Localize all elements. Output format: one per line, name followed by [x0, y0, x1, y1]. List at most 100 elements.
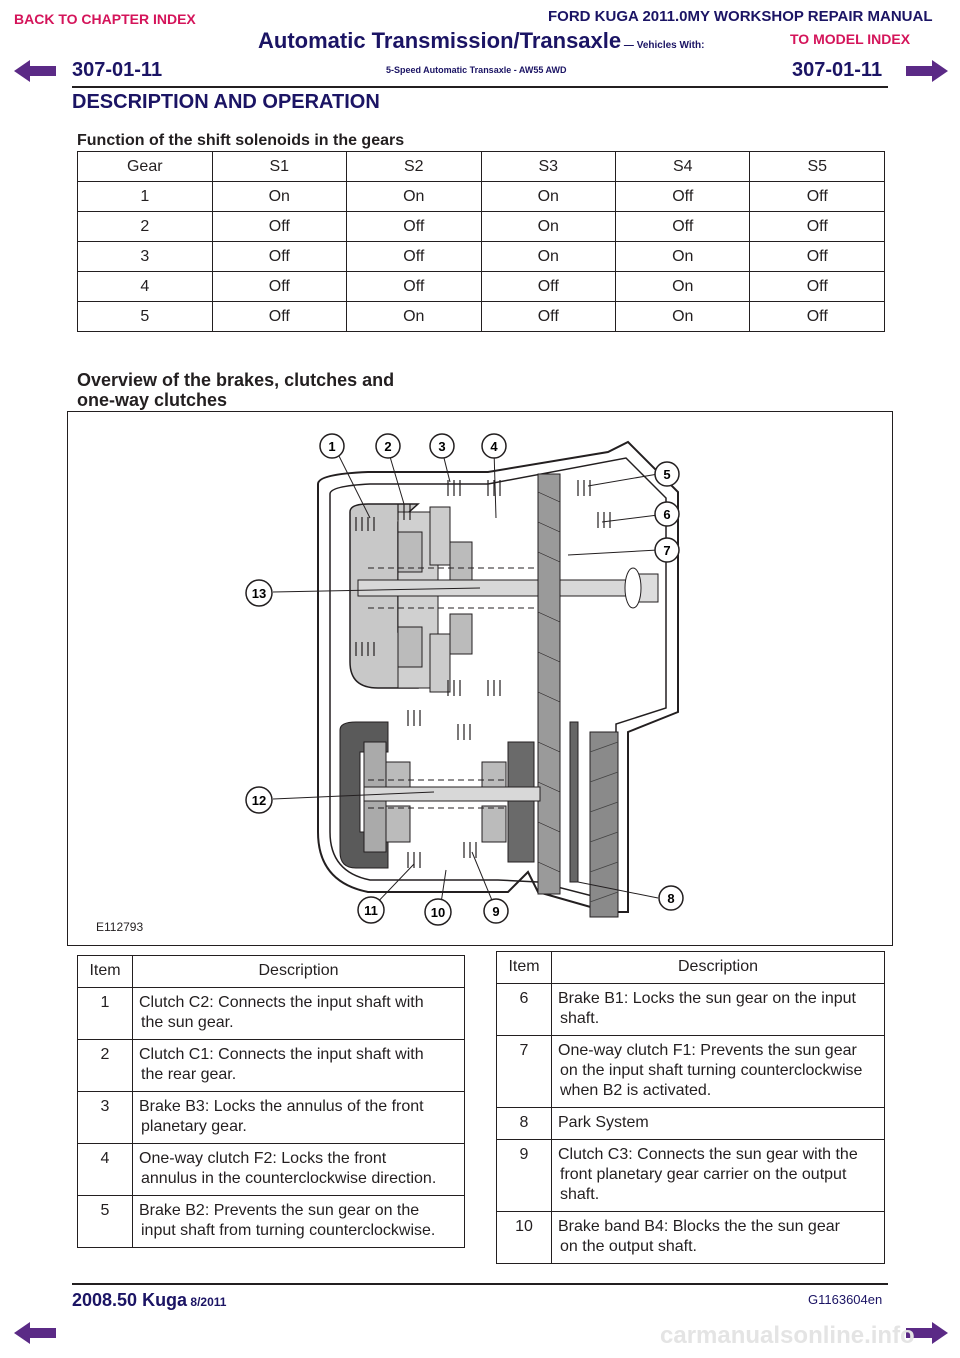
cell-s3: Off [480, 301, 617, 332]
callout-9: 9 [483, 898, 509, 929]
previous-page-arrow-icon-bottom[interactable] [12, 1320, 58, 1346]
item-number: 6 [496, 983, 552, 1036]
callout-11-label: 11 [364, 903, 378, 918]
overview-heading-line2: one-way clutches [77, 390, 228, 410]
callout-2: 2 [375, 433, 401, 464]
cell-s4: On [614, 241, 751, 272]
callout-7-label: 7 [663, 543, 670, 558]
cell-s5: Off [749, 181, 885, 212]
desc-line: shaft. [560, 1186, 600, 1203]
cell-gear: 2 [77, 211, 213, 242]
table-row: 8 Park System [496, 1107, 885, 1140]
callout-6-label: 6 [663, 507, 670, 522]
item-number: 8 [496, 1107, 552, 1140]
items-table-right: Item Description 6 Brake B1: Locks the s… [496, 951, 885, 1264]
next-page-arrow-icon-bottom[interactable] [904, 1320, 950, 1346]
callout-12: 12 [244, 786, 274, 819]
page-number-left: 307-01-11 [72, 59, 163, 81]
table-row: 3 Brake B3: Locks the annulus of the fro… [77, 1091, 465, 1144]
callout-12-label: 12 [252, 793, 266, 808]
desc-line: shaft. [560, 1010, 600, 1027]
cell-s4: On [614, 301, 751, 332]
item-number: 4 [77, 1143, 133, 1196]
cell-s4: Off [614, 211, 751, 242]
cell-s1: Off [211, 301, 348, 332]
table-row: 2 Off Off On Off Off [77, 211, 885, 242]
cell-s2: On [346, 301, 482, 332]
footer-rule [72, 1283, 888, 1285]
cell-s5: Off [749, 211, 885, 242]
transaxle-diagram [272, 440, 679, 918]
section-title-text: Automatic Transmission/Transaxle [258, 28, 622, 53]
solenoid-table-caption: Function of the shift solenoids in the g… [77, 132, 405, 149]
footer-model: 2008.50 Kuga 8/2011 [72, 1290, 226, 1311]
callout-10: 10 [423, 898, 453, 931]
desc-line: One-way clutch F2: Locks the front [139, 1150, 387, 1167]
header-rule [72, 86, 888, 88]
callout-4-label: 4 [490, 439, 498, 454]
cell-gear: 1 [77, 181, 213, 212]
desc-line: Brake B3: Locks the annulus of the front [139, 1098, 424, 1115]
item-number: 1 [77, 987, 133, 1040]
item-description: Brake B3: Locks the annulus of the front… [132, 1091, 465, 1144]
table-row: 6 Brake B1: Locks the sun gear on the in… [496, 983, 885, 1036]
desc-line: Park System [558, 1114, 649, 1131]
cell-s4: On [614, 271, 751, 302]
callout-13: 13 [244, 579, 274, 612]
desc-line: on the input shaft turning counterclockw… [560, 1062, 863, 1079]
table-row: 4 Off Off Off On Off [77, 271, 885, 302]
table-row: 9 Clutch C3: Connects the sun gear with … [496, 1139, 885, 1212]
item-number: 7 [496, 1035, 552, 1108]
items-left-header-description: Description [132, 955, 465, 988]
next-page-arrow-icon[interactable] [904, 58, 950, 84]
item-number: 9 [496, 1139, 552, 1212]
overview-heading: Overview of the brakes, clutches and one… [77, 370, 394, 410]
table-row: 5 Brake B2: Prevents the sun gear on the… [77, 1195, 465, 1248]
back-to-chapter-index-link[interactable]: BACK TO CHAPTER INDEX [14, 11, 196, 27]
desc-line: when B2 is activated. [560, 1082, 712, 1099]
item-description: One-way clutch F1: Prevents the sun gear… [551, 1035, 885, 1108]
previous-page-arrow-icon[interactable] [12, 58, 58, 84]
cell-gear: 3 [77, 241, 213, 272]
cell-s2: Off [346, 271, 482, 302]
cell-s2: On [346, 181, 482, 212]
desc-line: planetary gear. [141, 1118, 247, 1135]
section-title: Automatic Transmission/Transaxle — Vehic… [258, 28, 704, 54]
col-header-s5: S5 [749, 151, 885, 182]
desc-line: on the output shaft. [560, 1238, 697, 1255]
desc-line: Clutch C3: Connects the sun gear with th… [558, 1146, 858, 1163]
section-title-suffix: — Vehicles With: [621, 40, 705, 51]
callout-4: 4 [481, 433, 507, 464]
cell-s5: Off [749, 241, 885, 272]
cell-gear: 4 [77, 271, 213, 302]
items-left-header-row: Item Description [77, 955, 465, 988]
cell-s3: Off [480, 271, 617, 302]
callout-5-label: 5 [663, 467, 670, 482]
footer-date: 8/2011 [187, 1295, 227, 1309]
to-model-index-link[interactable]: TO MODEL INDEX [790, 31, 911, 47]
desc-line: the rear gear. [141, 1066, 237, 1083]
desc-line: One-way clutch F1: Prevents the sun gear [558, 1042, 857, 1059]
overview-heading-line1: Overview of the brakes, clutches and [77, 370, 395, 390]
callout-13-label: 13 [252, 586, 266, 601]
table-row: 10 Brake band B4: Blocks the the sun gea… [496, 1211, 885, 1264]
callout-3-label: 3 [438, 439, 445, 454]
page-number-right: 307-01-11 [792, 59, 883, 81]
callout-11: 11 [356, 896, 386, 929]
desc-line: Clutch C2: Connects the input shaft with [139, 994, 424, 1011]
callout-1-label: 1 [328, 439, 335, 454]
callout-6: 6 [654, 501, 680, 532]
callout-5: 5 [654, 461, 680, 492]
col-header-gear: Gear [77, 151, 213, 182]
col-header-s4: S4 [614, 151, 751, 182]
cell-s3: On [480, 181, 617, 212]
table-row: 1 On On On Off Off [77, 181, 885, 212]
transaxle-cross-section-figure: 1 2 3 4 5 6 7 8 9 10 11 12 13 E112793 [67, 411, 893, 946]
item-description: Clutch C3: Connects the sun gear with th… [551, 1139, 885, 1212]
cell-s1: Off [211, 211, 348, 242]
callout-9-label: 9 [492, 904, 499, 919]
